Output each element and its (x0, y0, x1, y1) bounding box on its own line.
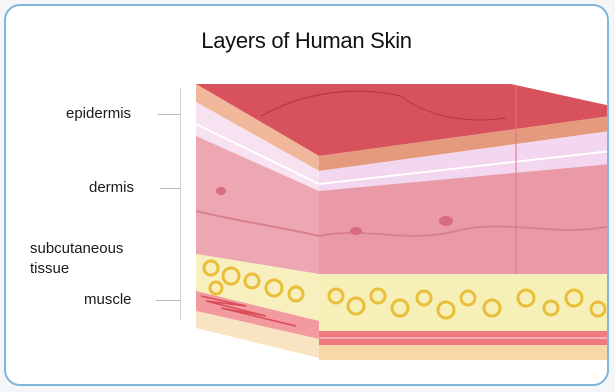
dermis-gland (350, 227, 362, 235)
base-front (319, 345, 609, 360)
diagram-card: Layers of Human Skin (4, 4, 609, 386)
label-subcutaneous: subcutaneous (30, 240, 123, 257)
label-muscle: muscle (84, 291, 132, 308)
label-epidermis: epidermis (66, 105, 131, 122)
leader-dermis (160, 188, 180, 189)
leader-muscle (156, 300, 180, 301)
label-dermis: dermis (89, 179, 134, 196)
dermis-gland-3 (216, 187, 226, 195)
dermis-gland-2 (439, 216, 453, 226)
skin-cross-section (6, 6, 609, 386)
leader-epidermis (158, 114, 180, 115)
layers-bracket (180, 88, 181, 320)
label-tissue: tissue (30, 260, 69, 277)
